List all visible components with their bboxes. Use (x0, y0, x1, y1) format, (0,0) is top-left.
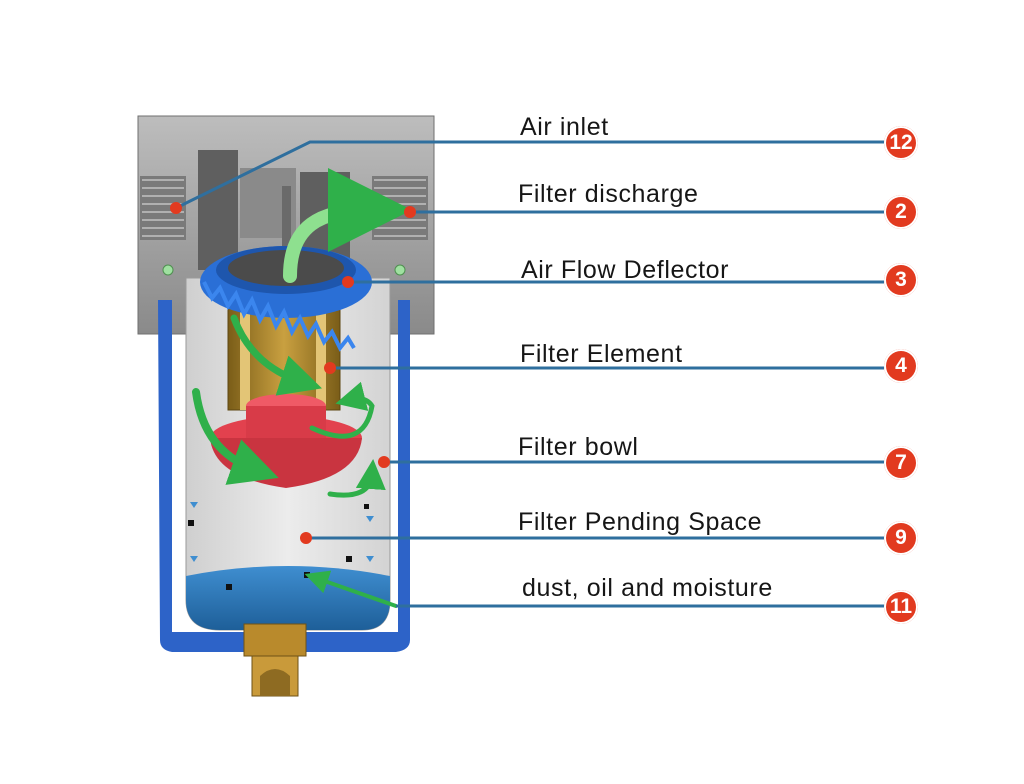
marker-dot-filter-element (324, 362, 336, 374)
leader-line-air-inlet (175, 140, 884, 210)
callout-label-air-inlet: Air inlet (520, 113, 609, 141)
drain-valve (243, 623, 307, 697)
callout-badge-9: 9 (884, 521, 918, 555)
callout-badge-4: 4 (884, 349, 918, 383)
callout-badge-7: 7 (884, 446, 918, 480)
callout-badge-12: 12 (884, 126, 918, 160)
callout-label-filter-pending-space: Filter Pending Space (518, 508, 763, 536)
callout-label-air-flow-deflector: Air Flow Deflector (521, 256, 730, 284)
callout-label-dust-oil-moisture: dust, oil and moisture (522, 574, 773, 602)
marker-dot-air-inlet (170, 202, 182, 214)
callout-badge-3: 3 (884, 263, 918, 297)
flow-arrows (192, 168, 412, 608)
callout-badge-2: 2 (884, 195, 918, 229)
callout-label-filter-bowl: Filter bowl (518, 433, 639, 461)
marker-dot-filter-bowl (378, 456, 390, 468)
collected-liquid (186, 566, 390, 630)
marker-dot-filter-discharge (404, 206, 416, 218)
marker-dot-filter-pending-space (300, 532, 312, 544)
callout-badge-11: 11 (884, 590, 918, 624)
callout-label-filter-discharge: Filter discharge (518, 180, 699, 208)
drip-indicators (190, 502, 374, 562)
marker-dot-air-flow-deflector (342, 276, 354, 288)
callout-label-filter-element: Filter Element (520, 340, 683, 368)
